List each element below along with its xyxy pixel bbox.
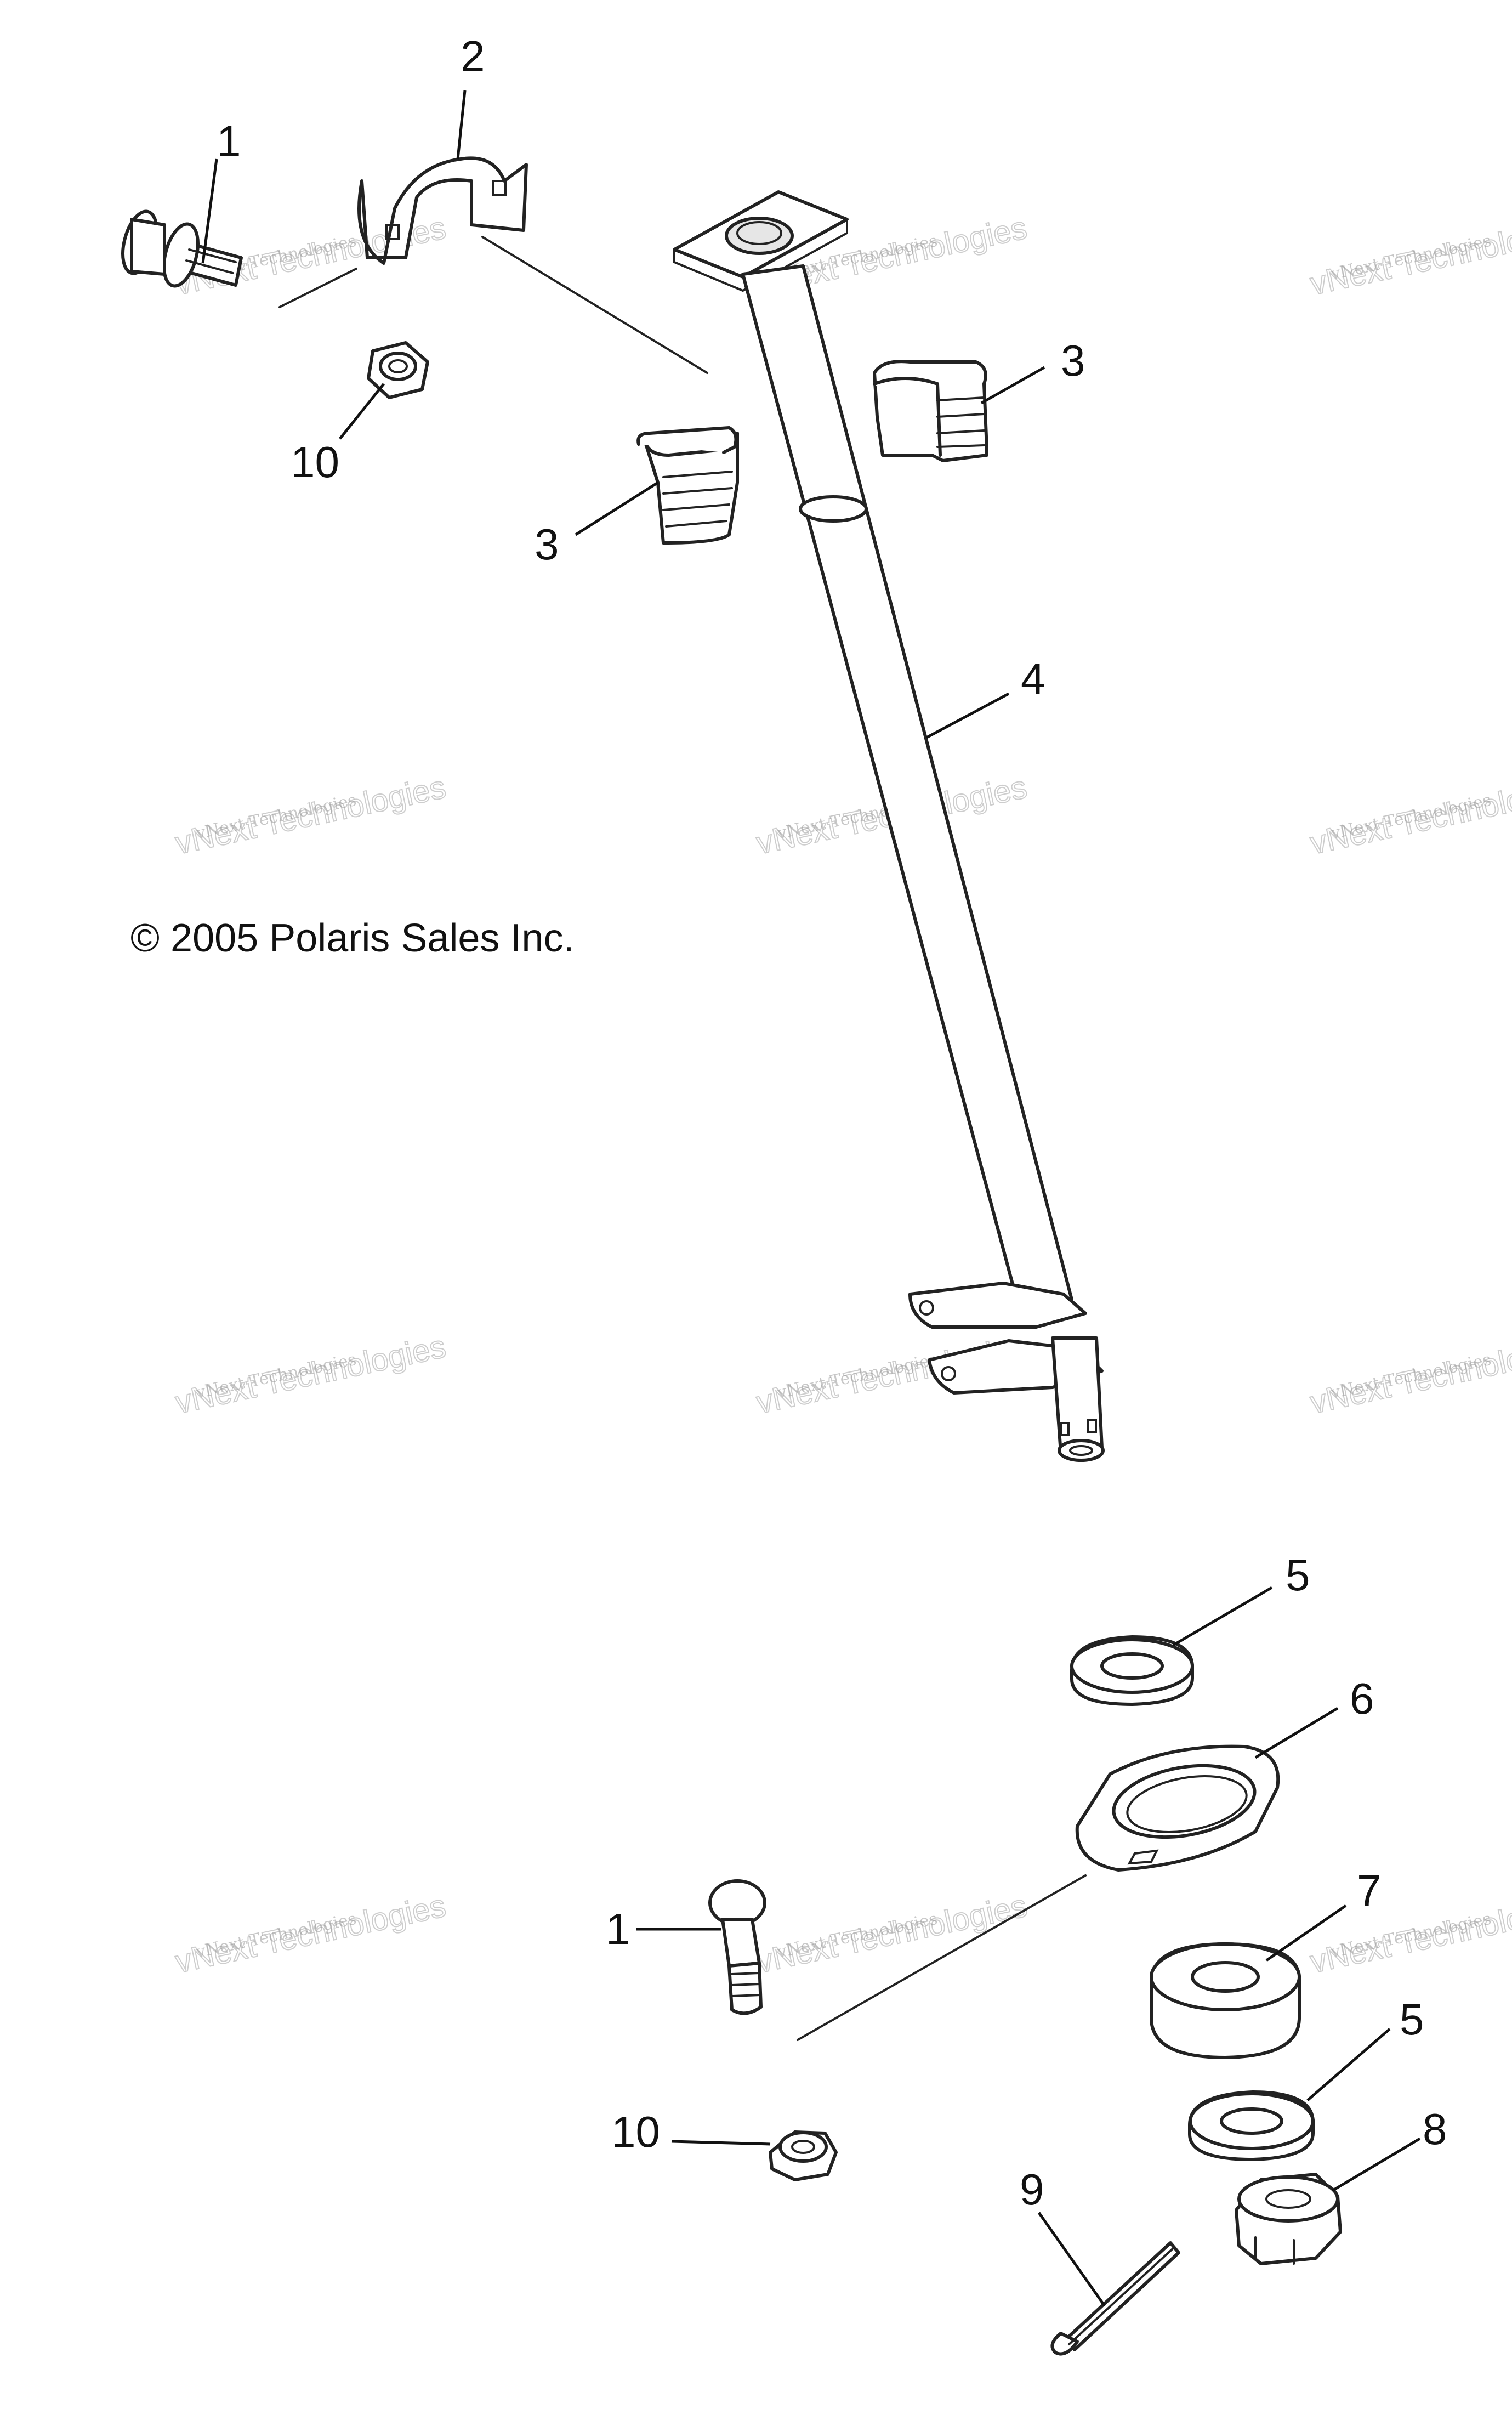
callout-8: 8 (1423, 2105, 1447, 2153)
callout-3-left: 3 (535, 520, 559, 569)
part-carriage-bolt-bottom (708, 1879, 766, 2015)
callout-2: 2 (461, 32, 485, 81)
callout-6: 6 (1350, 1674, 1374, 1723)
part-washer-top (1070, 1635, 1194, 1706)
part-clamp (357, 156, 528, 265)
copyright-notice: © 2005 Polaris Sales Inc. (130, 916, 574, 960)
callout-9: 9 (1020, 2165, 1044, 2214)
callout-1-bottom: 1 (606, 1904, 630, 1953)
part-nut-top (367, 341, 429, 399)
callout-5-top: 5 (1286, 1551, 1310, 1600)
callout-5-bottom: 5 (1400, 1995, 1424, 2044)
assembly-line-bottom (797, 1874, 1087, 2041)
callout-numbers: 1 2 10 3 3 4 5 6 7 1 5 10 8 9 (217, 32, 1447, 2214)
part-spacer (1150, 1942, 1301, 2059)
callout-10-bottom: 10 (611, 2107, 660, 2156)
callout-7: 7 (1357, 1866, 1382, 1915)
part-carriage-bolt-top (121, 209, 243, 288)
callout-4: 4 (1021, 654, 1045, 703)
part-washer-bottom (1188, 2090, 1315, 2161)
part-cotter-pin (1050, 2241, 1180, 2356)
part-nut-bottom (769, 2130, 838, 2181)
part-bushing-left (636, 426, 739, 545)
assembly-line-bolt-top (278, 268, 357, 308)
part-steering-post (673, 190, 1105, 1462)
part-bushing-right (873, 360, 988, 462)
callout-10-top: 10 (291, 438, 339, 486)
callout-3-right: 3 (1061, 336, 1085, 385)
callout-1-top: 1 (217, 117, 241, 166)
assembly-line-clamp (481, 236, 708, 374)
leader-lines (201, 90, 1421, 2307)
part-castle-nut (1235, 2173, 1342, 2265)
part-bearing-cup (1075, 1744, 1280, 1872)
